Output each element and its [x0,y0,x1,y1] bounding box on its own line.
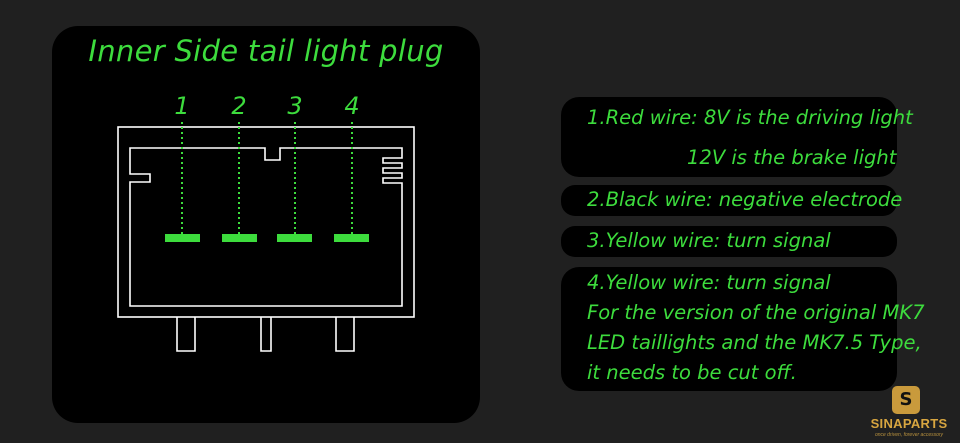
note-yellow-wire-3-text: 3.Yellow wire: turn signal [587,229,831,252]
connector-leg-middle [260,317,272,352]
note-yellow-wire-4-line-2: For the version of the original MK7 [587,301,925,324]
note-red-wire-line-2: 12V is the brake light [687,146,897,169]
brand-name: SINAPARTS [870,416,948,431]
pin-terminal-3 [277,234,312,242]
note-red-wire-line-1: 1.Red wire: 8V is the driving light [587,106,913,129]
note-yellow-wire-4-line-3: LED taillights and the MK7.5 Type, [587,331,922,354]
pin-terminal-1 [165,234,200,242]
note-yellow-wire-3: 3.Yellow wire: turn signal [561,226,897,257]
note-black-wire-text: 2.Black wire: negative electrode [587,188,903,211]
brand-logo: S SINAPARTS once driven, forever accesso… [864,386,954,442]
pin-number-1: 1 [174,92,190,120]
note-red-wire: 1.Red wire: 8V is the driving light 12V … [561,97,913,177]
pin-terminal-2 [222,234,257,242]
note-black-wire: 2.Black wire: negative electrode [561,185,903,216]
note-yellow-wire-4-line-4: it needs to be cut off. [587,361,797,384]
brand-badge-icon: S [892,386,920,414]
connector-leg-left [176,317,196,352]
pin-number-4: 4 [344,92,360,120]
pin-number-2: 2 [231,92,247,120]
connector-housing [117,126,415,318]
brand-tagline: once driven, forever accessory [874,432,944,438]
plug-diagram-panel: Inner Side tail light plug [52,26,480,423]
pin-terminal-4 [334,234,369,242]
note-yellow-wire-4-line-1: 4.Yellow wire: turn signal [587,271,831,294]
connector-leg-right [335,317,355,352]
note-yellow-wire-4: 4.Yellow wire: turn signal For the versi… [561,267,925,391]
connector-cavity [129,147,403,307]
diagram-title: Inner Side tail light plug [88,34,444,68]
pin-number-3: 3 [287,92,303,120]
